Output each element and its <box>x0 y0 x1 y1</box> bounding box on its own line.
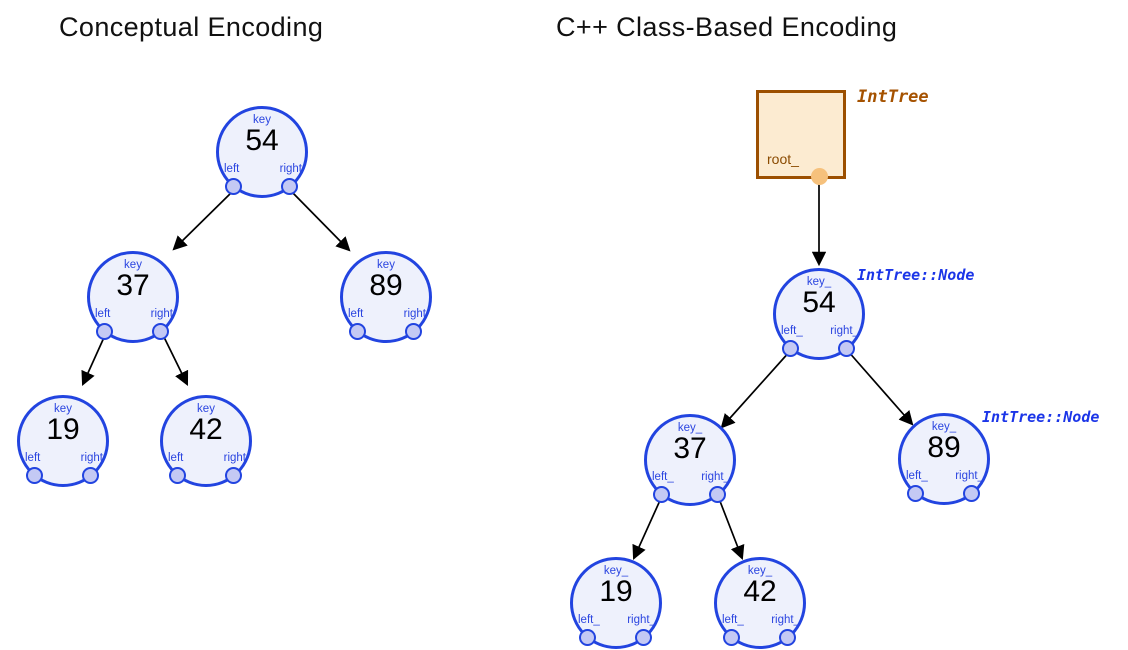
left-pointer-port <box>225 178 242 195</box>
inttree-node-class-label: IntTree::Node <box>857 266 975 284</box>
right-field-label: right_ <box>701 471 730 483</box>
root-pointer-port <box>811 168 828 185</box>
left-pointer-port <box>26 467 43 484</box>
key-value: 42 <box>743 575 777 608</box>
right-field-label: right <box>223 452 246 464</box>
right-pointer-port <box>152 323 169 340</box>
left-field-label: left <box>25 452 41 464</box>
edge-left-54-89 <box>289 189 351 252</box>
key-field-label: key <box>54 403 72 415</box>
inttree-node-class-label: IntTree::Node <box>982 408 1100 426</box>
left-field-label: left_ <box>906 470 928 482</box>
key-value: 42 <box>189 413 223 446</box>
key-field-label: key_ <box>747 565 773 577</box>
inttree-class-label: IntTree <box>857 87 929 107</box>
edge-left-37-42 <box>161 332 189 386</box>
right-field-label: right <box>403 308 426 320</box>
right-field-label: right <box>150 308 173 320</box>
left-field-label: left_ <box>722 614 744 626</box>
left-pointer-port <box>782 340 799 357</box>
key-field-label: key_ <box>677 422 703 434</box>
right-tree-node-89: key_ 89 left_ right_ <box>898 413 990 505</box>
left-pointer-port <box>579 629 596 646</box>
key-value: 19 <box>599 575 633 608</box>
left-field-label: left_ <box>781 325 803 337</box>
left-pointer-port <box>653 486 670 503</box>
right-tree-node-37: key_ 37 left_ right_ <box>644 414 736 506</box>
right-field-label: right_ <box>955 470 984 482</box>
left-field-label: left <box>168 452 184 464</box>
key-value: 54 <box>802 286 836 319</box>
right-pointer-port <box>405 323 422 340</box>
edge-right-37-19 <box>632 495 663 560</box>
key-value: 19 <box>46 413 80 446</box>
left-pointer-port <box>349 323 366 340</box>
left-field-label: left_ <box>652 471 674 483</box>
key-field-label: key_ <box>806 276 832 288</box>
right-pointer-port <box>281 178 298 195</box>
key-field-label: key <box>197 403 215 415</box>
right-pointer-port <box>225 467 242 484</box>
key-field-label: key_ <box>603 565 629 577</box>
edge-right-37-42 <box>717 495 745 561</box>
key-value: 89 <box>927 431 961 464</box>
left-panel-title: Conceptual Encoding <box>59 12 324 42</box>
edge-left-54-37 <box>172 189 235 251</box>
key-field-label: key <box>253 114 271 126</box>
key-value: 37 <box>673 432 707 465</box>
left-pointer-port <box>723 629 740 646</box>
edge-right-54-37 <box>720 349 792 429</box>
left-pointer-port <box>169 467 186 484</box>
edge-right-54-89 <box>846 349 914 426</box>
right-tree-node-54: key_ 54 left_ right_ <box>773 268 865 360</box>
key-value: 54 <box>245 124 279 157</box>
left-field-label: left <box>224 163 240 175</box>
right-pointer-port <box>963 485 980 502</box>
right-tree-node-42: key_ 42 left_ right_ <box>714 557 806 649</box>
right-pointer-port <box>838 340 855 357</box>
key-value: 37 <box>116 269 150 302</box>
left-tree-node-89: key 89 left right <box>340 251 432 343</box>
key-field-label: key <box>377 259 395 271</box>
edge-left-37-19 <box>81 332 107 386</box>
root-pointer-label: root_ <box>767 151 799 167</box>
left-tree-node-19: key 19 left right <box>17 395 109 487</box>
left-pointer-port <box>907 485 924 502</box>
right-field-label: right <box>80 452 103 464</box>
right-field-label: right_ <box>771 614 800 626</box>
right-panel-title: C++ Class-Based Encoding <box>556 12 898 42</box>
right-field-label: right <box>279 163 302 175</box>
right-pointer-port <box>779 629 796 646</box>
left-tree-node-37: key 37 left right <box>87 251 179 343</box>
right-field-label: right_ <box>627 614 656 626</box>
right-pointer-port <box>709 486 726 503</box>
left-field-label: left <box>95 308 111 320</box>
key-field-label: key_ <box>931 421 957 433</box>
right-tree-node-19: key_ 19 left_ right_ <box>570 557 662 649</box>
left-pointer-port <box>96 323 113 340</box>
right-pointer-port <box>635 629 652 646</box>
key-field-label: key <box>124 259 142 271</box>
key-value: 89 <box>369 269 403 302</box>
right-pointer-port <box>82 467 99 484</box>
left-tree-node-42: key 42 left right <box>160 395 252 487</box>
inttree-object-box: root_ <box>756 90 846 185</box>
left-field-label: left <box>348 308 364 320</box>
right-field-label: right_ <box>830 325 859 337</box>
left-tree-node-54: key 54 left right <box>216 106 308 198</box>
left-field-label: left_ <box>578 614 600 626</box>
